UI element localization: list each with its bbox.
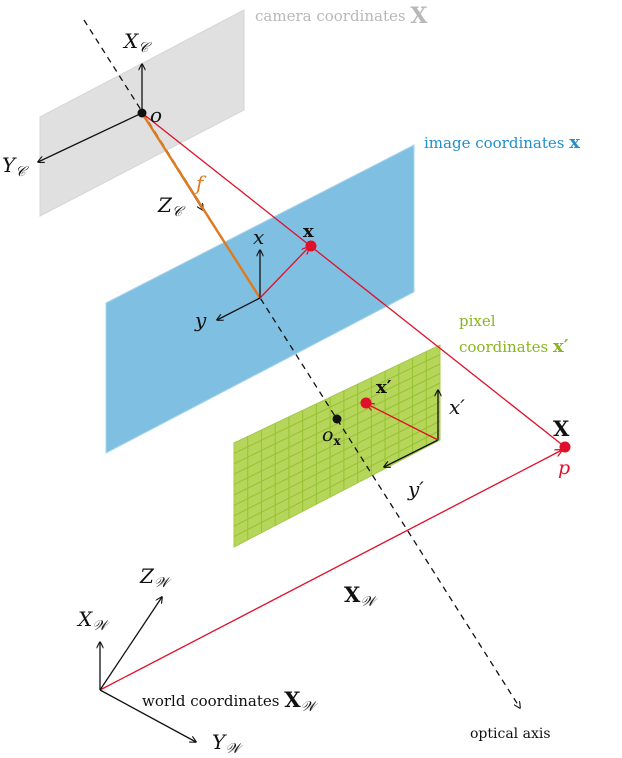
pixel-coords-label-line1: pixel <box>459 312 496 330</box>
world-point-p-label: p <box>558 457 570 479</box>
image-y-axis-label: y <box>194 308 207 332</box>
camera-coords-label: camera coordinates X <box>255 3 428 29</box>
world-y-axis-label: Y𝒲 <box>212 730 243 757</box>
pixel-grid-row-line <box>233 373 441 475</box>
pixel-x-axis-label: x′ <box>449 395 465 419</box>
pixel-coords-label-line2: coordinates x′ <box>459 336 569 357</box>
pixel-point-label: x′ <box>376 377 392 398</box>
pixel-point-vector <box>367 404 439 441</box>
pixel-y-axis-label: y′ <box>407 477 424 501</box>
image-coords-label: image coordinates x <box>424 132 580 153</box>
world-point-label: X <box>553 416 570 441</box>
pixel-plane <box>233 344 441 548</box>
camera-x-axis-label: X𝒞 <box>122 29 152 56</box>
camera-center-label: o <box>150 103 162 127</box>
image-point <box>305 240 317 252</box>
pixel-point <box>360 397 372 409</box>
projection-ray-o-to-X <box>141 112 566 448</box>
world-vector <box>99 450 562 691</box>
pixel-grid <box>233 351 441 540</box>
camera-y-axis <box>38 112 143 162</box>
image-point-vector <box>259 247 309 299</box>
principal-point <box>332 414 342 424</box>
focal-length-segment <box>140 112 262 299</box>
world-x-axis-label: X𝒲 <box>76 607 110 634</box>
pixel-grid-row-line <box>233 363 441 465</box>
pixel-grid-row-line <box>233 411 441 517</box>
image-x-axis-label: x <box>253 225 264 249</box>
world-z-axis-label: Z𝒲 <box>139 564 172 591</box>
world-y-axis <box>99 689 196 742</box>
pixel-grid-row-line <box>233 382 441 486</box>
pixel-grid-row-line <box>233 392 441 496</box>
camera-center-point <box>137 108 147 118</box>
camera-y-axis-label: Y𝒞 <box>2 153 29 180</box>
image-y-axis <box>217 297 261 320</box>
pixel-y-axis <box>384 439 439 467</box>
world-coords-label: world coordinates X𝒲 <box>142 687 319 715</box>
pixel-grid-row-line <box>233 420 441 527</box>
world-z-axis <box>99 597 162 691</box>
optical-axis-label: optical axis <box>470 726 551 742</box>
focal-length-label: f <box>194 171 207 195</box>
world-point <box>559 441 571 453</box>
pixel-grid-row-line <box>233 430 441 538</box>
pixel-grid-row-line <box>233 354 441 454</box>
principal-point-label: ox <box>322 424 341 448</box>
pixel-grid-row-line <box>233 401 441 506</box>
camera-z-axis-label: Z𝒞 <box>157 193 186 220</box>
world-vector-label: X𝒲 <box>344 582 378 610</box>
image-plane <box>105 144 415 454</box>
image-point-label: x <box>303 221 314 242</box>
